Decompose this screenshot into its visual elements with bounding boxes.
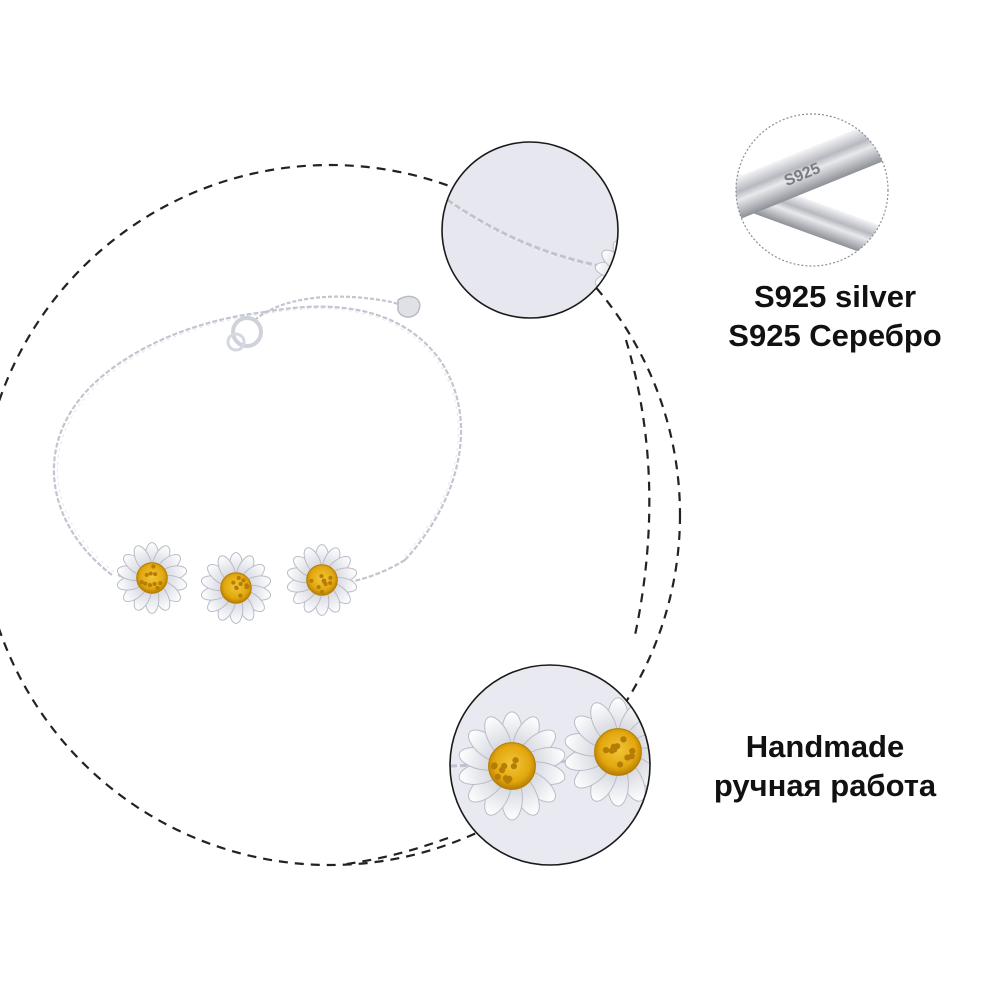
craft-caption-en: Handmade <box>670 728 980 767</box>
craft-caption-ru: ручная работа <box>670 767 980 806</box>
material-caption: S925 silver S925 Серебро <box>690 278 980 356</box>
material-caption-en: S925 silver <box>690 278 980 317</box>
craft-caption: Handmade ручная работа <box>670 728 980 806</box>
material-caption-ru: S925 Серебро <box>690 317 980 356</box>
